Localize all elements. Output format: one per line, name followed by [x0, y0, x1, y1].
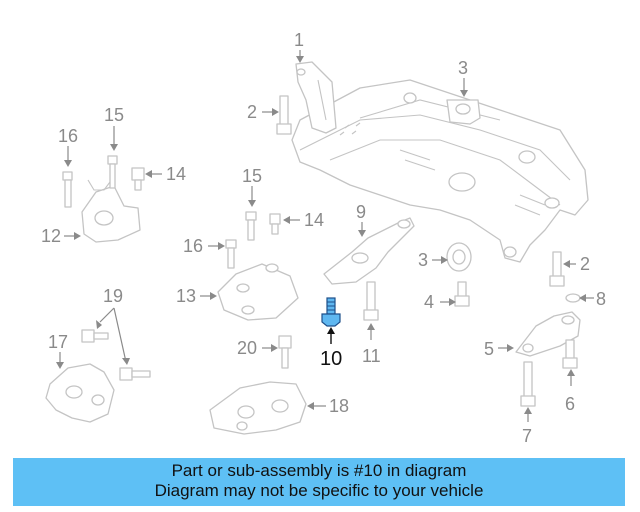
svg-text:16: 16: [58, 126, 78, 146]
callout-13: 13: [176, 286, 217, 306]
callout-7: 7: [522, 407, 532, 446]
callout-18: 18: [307, 396, 349, 416]
svg-text:18: 18: [329, 396, 349, 416]
callout-3-lower: 3: [418, 250, 448, 270]
svg-text:1: 1: [294, 30, 304, 50]
callout-2-upper: 2: [247, 102, 279, 122]
callout-5: 5: [484, 339, 514, 359]
bolt-6: [562, 339, 578, 369]
svg-text:5: 5: [484, 339, 494, 359]
nut-14-center: [269, 213, 281, 235]
bolt-2-upper: [276, 95, 292, 135]
bolt-16-center: [225, 239, 237, 269]
callout-4: 4: [424, 292, 456, 312]
bolt-15-center: [245, 211, 257, 241]
bolt-15-left: [107, 155, 118, 189]
callout-14-center: 14: [283, 210, 324, 230]
mount-bushing-upper: [446, 99, 481, 125]
bolt-11: [363, 281, 379, 321]
transmission-mount-13: [217, 263, 299, 321]
callout-16-left: 16: [58, 126, 78, 167]
callout-11: 11: [362, 323, 381, 366]
nut-14-left: [131, 167, 145, 191]
svg-text:20: 20: [237, 338, 257, 358]
info-banner: Part or sub-assembly is #10 in diagram D…: [13, 458, 625, 506]
callout-3-upper: 3: [458, 58, 468, 97]
callout-2-right: 2: [563, 254, 590, 274]
svg-text:11: 11: [362, 346, 381, 366]
svg-text:15: 15: [104, 105, 124, 125]
callout-15-center: 15: [242, 166, 262, 207]
svg-text:8: 8: [596, 289, 606, 309]
banner-line-1: Part or sub-assembly is #10 in diagram: [171, 461, 467, 480]
bolt-20: [278, 335, 292, 369]
torque-arm-9: [323, 217, 415, 285]
callout-16-center: 16: [183, 236, 225, 256]
svg-text:2: 2: [247, 102, 257, 122]
callout-12: 12: [41, 226, 81, 246]
callout-14-left: 14: [145, 164, 186, 184]
callout-10[interactable]: 10: [320, 327, 342, 370]
svg-text:10: 10: [320, 348, 342, 370]
callout-9: 9: [356, 202, 366, 237]
bolt-19b: [119, 367, 151, 381]
bolt-7: [520, 361, 536, 407]
callout-6: 6: [565, 369, 575, 414]
callout-17: 17: [48, 332, 68, 369]
subframe-crossmember: [291, 61, 589, 263]
callout-19: 19: [96, 286, 130, 365]
svg-text:14: 14: [304, 210, 324, 230]
callout-8: 8: [579, 289, 606, 309]
callout-20: 20: [237, 338, 278, 358]
svg-text:16: 16: [183, 236, 203, 256]
mount-bushing-lower: [446, 242, 472, 272]
svg-text:3: 3: [418, 250, 428, 270]
svg-text:6: 6: [565, 394, 575, 414]
callout-1: 1: [294, 30, 304, 63]
bolt-4: [454, 281, 470, 307]
svg-text:14: 14: [166, 164, 186, 184]
svg-text:2: 2: [580, 254, 590, 274]
svg-text:17: 17: [48, 332, 68, 352]
bolt-16-left: [62, 171, 73, 208]
svg-text:9: 9: [356, 202, 366, 222]
svg-text:12: 12: [41, 226, 61, 246]
bolt-2-right: [549, 251, 565, 287]
bracket-5: [515, 311, 581, 357]
mount-18: [209, 381, 307, 435]
banner-line-2: Diagram may not be specific to your vehi…: [154, 481, 484, 500]
mount-17: [45, 363, 115, 423]
svg-text:13: 13: [176, 286, 196, 306]
bolt-10-highlighted[interactable]: [321, 297, 341, 327]
svg-text:7: 7: [522, 426, 532, 446]
engine-mount-left: [81, 179, 141, 243]
washer-8: [565, 293, 581, 303]
callout-15-left: 15: [104, 105, 124, 151]
svg-text:15: 15: [242, 166, 262, 186]
bolt-19a: [81, 329, 109, 343]
svg-text:4: 4: [424, 292, 434, 312]
svg-text:19: 19: [103, 286, 123, 306]
svg-text:3: 3: [458, 58, 468, 78]
